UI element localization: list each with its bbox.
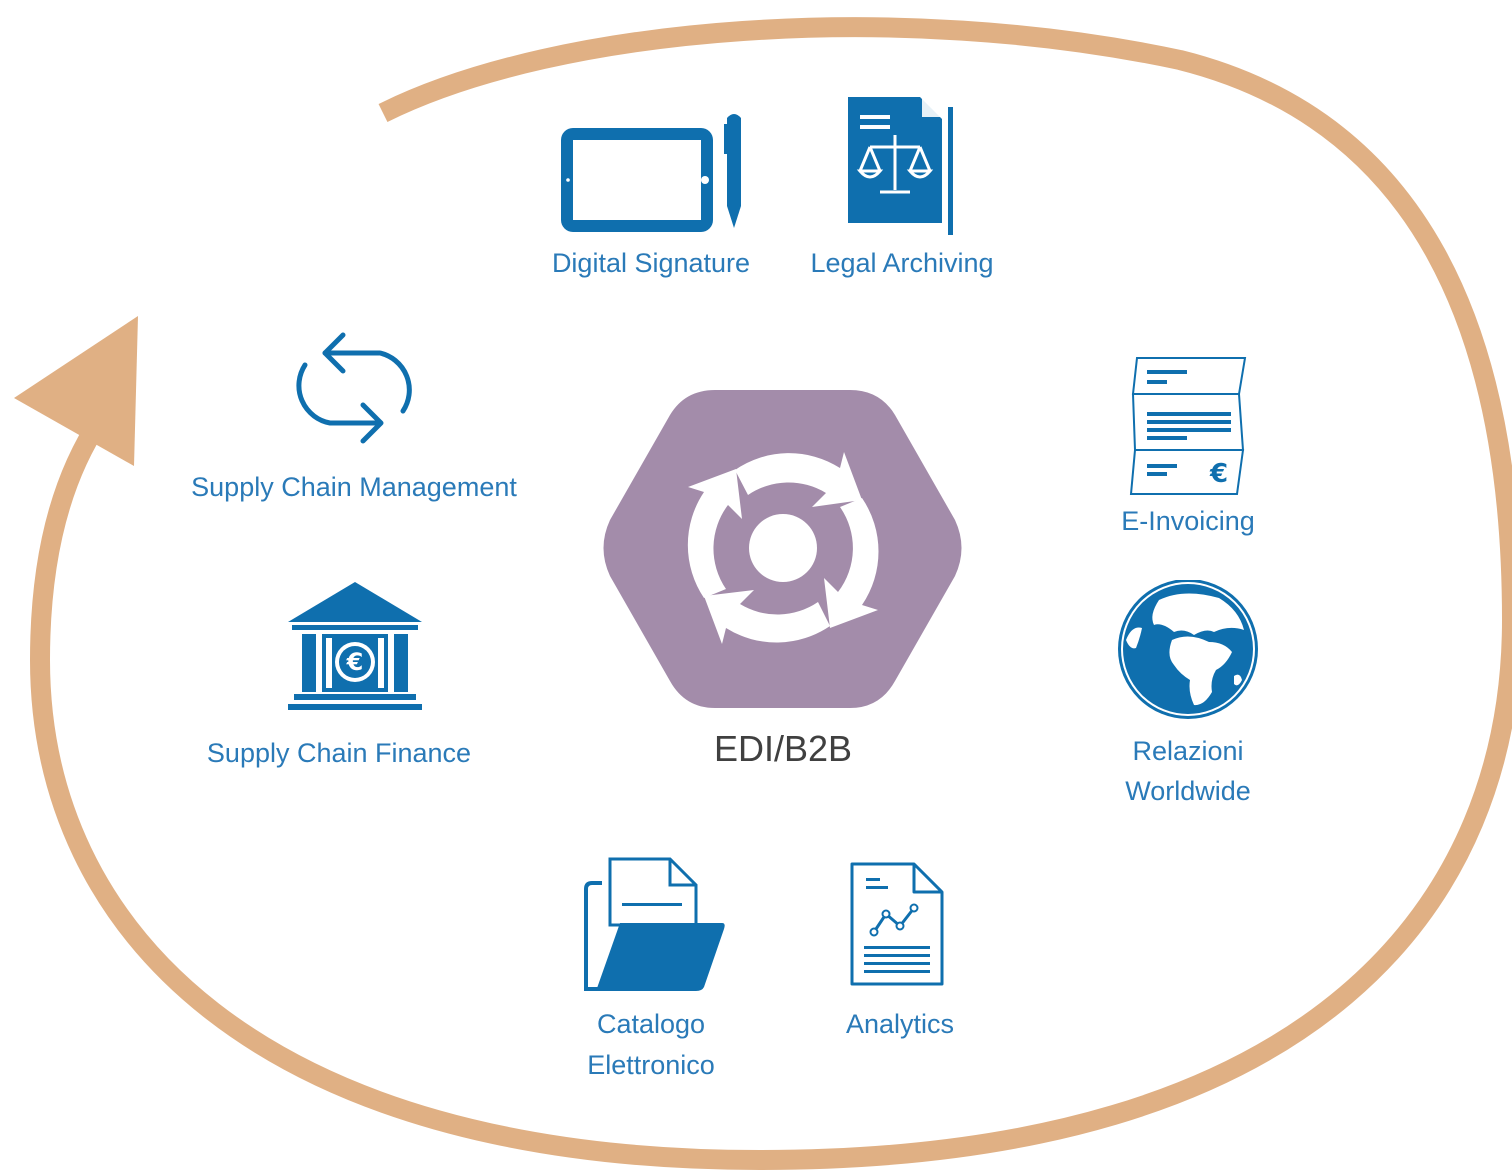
folder-document-icon — [584, 857, 725, 991]
legal-archiving-label: Legal Archiving — [810, 248, 994, 278]
cycle-arrows-icon — [296, 332, 412, 444]
globe-icon — [1118, 580, 1258, 719]
supply-chain-management-label: Supply Chain Management — [191, 472, 517, 502]
svg-text:€: € — [1209, 459, 1228, 489]
analytics-document-icon — [850, 862, 944, 986]
supply-chain-finance-label: Supply Chain Finance — [206, 738, 472, 768]
worldwide-label: Worldwide — [1125, 776, 1251, 806]
digital-signature-label: Digital Signature — [551, 248, 751, 278]
invoice-euro-icon: € — [1129, 357, 1247, 495]
elettronico-label: Elettronico — [587, 1050, 715, 1080]
center-label: EDI/B2B — [713, 728, 853, 769]
analytics-label: Analytics — [845, 1009, 955, 1039]
svg-text:€: € — [346, 648, 364, 676]
e-invoicing-label: E-Invoicing — [1121, 506, 1255, 536]
relazioni-label: Relazioni — [1132, 736, 1244, 766]
tablet-pen-icon — [561, 114, 741, 232]
catalogo-label: Catalogo — [596, 1009, 706, 1039]
legal-document-scales-icon — [848, 97, 953, 235]
sync-arrows-icon — [687, 452, 879, 644]
bank-euro-icon: € — [288, 582, 422, 710]
